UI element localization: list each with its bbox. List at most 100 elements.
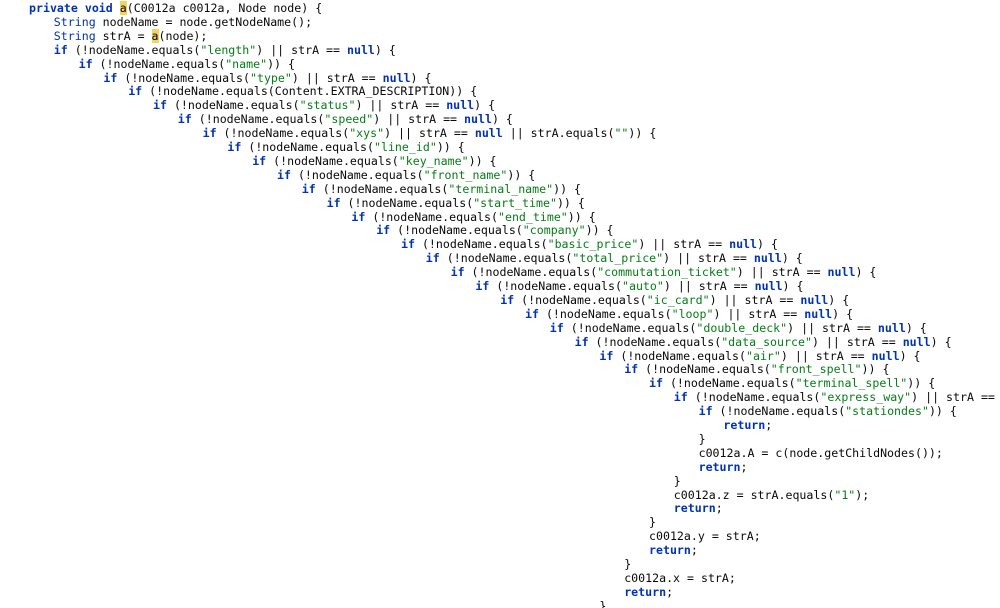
code-line[interactable]: return; bbox=[674, 501, 723, 515]
code-line[interactable]: if (!nodeName.equals("name")) { bbox=[79, 57, 295, 71]
code-line[interactable]: return; bbox=[624, 585, 673, 599]
code-line[interactable]: if (!nodeName.equals("air") || strA == n… bbox=[599, 349, 920, 363]
code-line[interactable]: } bbox=[599, 599, 606, 608]
code-token: } bbox=[649, 515, 656, 530]
code-line[interactable]: if (!nodeName.equals("terminal_name")) { bbox=[302, 182, 581, 196]
code-line[interactable]: if (!nodeName.equals("auto") || strA == … bbox=[475, 279, 803, 293]
code-token: (!nodeName.equals( bbox=[248, 140, 374, 154]
keyword-token: if bbox=[450, 265, 472, 280]
keyword-token: if bbox=[376, 223, 398, 238]
code-token: ; bbox=[690, 543, 698, 558]
code-token: )) { bbox=[553, 181, 582, 196]
code-line[interactable]: if (!nodeName.equals("stationdes")) { bbox=[699, 404, 957, 418]
code-token: (!nodeName.equals( bbox=[521, 292, 647, 307]
code-line[interactable]: c0012a.x = strA; bbox=[624, 571, 736, 585]
code-line[interactable]: if (!nodeName.equals("end_time")) { bbox=[351, 210, 595, 224]
code-line[interactable]: if (!nodeName.equals("type") || strA == … bbox=[103, 71, 431, 85]
keyword-token: if bbox=[277, 167, 298, 182]
keyword-token: if bbox=[624, 362, 646, 377]
code-line[interactable]: if (!nodeName.equals("double_deck") || s… bbox=[550, 321, 927, 335]
code-line[interactable]: if (!nodeName.equals("express_way") || s… bbox=[674, 390, 1000, 404]
keyword-token: if bbox=[401, 237, 422, 252]
keyword-token: null bbox=[446, 98, 475, 113]
keyword-token: if bbox=[698, 404, 720, 419]
code-line[interactable]: } bbox=[649, 515, 656, 529]
code-token: (!nodeName.equals( bbox=[347, 195, 474, 210]
code-token: ) { bbox=[491, 112, 513, 127]
code-line[interactable]: return; bbox=[723, 418, 772, 432]
code-token: ) || strA == bbox=[709, 292, 801, 307]
code-token: c0012a.y = strA; bbox=[649, 529, 761, 544]
code-token: ) || strA == bbox=[373, 112, 465, 127]
code-line[interactable]: if (!nodeName.equals("commutation_ticket… bbox=[451, 265, 877, 279]
code-line[interactable]: c0012a.A = c(node.getChildNodes()); bbox=[699, 446, 943, 460]
code-token: (!nodeName.equals( bbox=[223, 126, 350, 141]
code-token: ) || strA == bbox=[384, 126, 475, 141]
code-token: (!nodeName.equals( bbox=[297, 167, 424, 182]
highlighted-method-ref: a bbox=[119, 1, 127, 15]
code-line[interactable]: if (!nodeName.equals("xys") || strA == n… bbox=[203, 126, 657, 140]
code-line[interactable]: if (!nodeName.equals("company")) { bbox=[376, 223, 613, 237]
code-line[interactable]: c0012a.z = strA.equals("1"); bbox=[674, 488, 869, 502]
code-line[interactable]: if (!nodeName.equals("loop") || strA == … bbox=[525, 307, 853, 321]
code-line[interactable]: if (!nodeName.equals("key_name")) { bbox=[252, 154, 496, 168]
code-token: ) { bbox=[930, 334, 952, 349]
code-line[interactable]: if (!nodeName.equals("data_source") || s… bbox=[575, 335, 952, 349]
code-line[interactable]: if (!nodeName.equals("front_name")) { bbox=[277, 168, 535, 182]
code-line[interactable]: } bbox=[624, 557, 631, 571]
code-token: )) { bbox=[507, 167, 536, 182]
code-line[interactable]: } bbox=[674, 474, 681, 488]
code-line[interactable]: String strA = a(node); bbox=[54, 28, 207, 43]
string-literal: "xys" bbox=[349, 126, 385, 141]
keyword-token: if bbox=[177, 112, 199, 127]
code-line[interactable]: if (!nodeName.equals("terminal_spell")) … bbox=[649, 376, 935, 390]
code-line[interactable]: return; bbox=[649, 543, 698, 557]
code-token: ) || strA == bbox=[663, 279, 755, 293]
code-token: nodeName = node.getNodeName(); bbox=[102, 14, 313, 29]
keyword-token: private void bbox=[29, 1, 120, 15]
string-literal: "loop" bbox=[671, 306, 714, 321]
code-token: ) || strA == bbox=[713, 306, 805, 321]
code-line[interactable]: if (!nodeName.equals("status") || strA =… bbox=[153, 98, 495, 112]
keyword-token: if bbox=[153, 98, 174, 113]
code-line[interactable]: String nodeName = node.getNodeName(); bbox=[54, 15, 312, 29]
keyword-token: null bbox=[877, 320, 906, 335]
code-line[interactable]: if (!nodeName.equals("line_id")) { bbox=[227, 140, 464, 154]
code-line[interactable]: if (!nodeName.equals("length") || strA =… bbox=[54, 43, 396, 57]
keyword-token: null bbox=[382, 70, 411, 85]
code-token: (!nodeName.equals( bbox=[719, 404, 846, 419]
code-line[interactable]: if (!nodeName.equals("front_spell")) { bbox=[624, 362, 889, 376]
code-token: )) { bbox=[585, 223, 614, 238]
code-token: ); bbox=[855, 487, 870, 502]
keyword-token: if bbox=[500, 292, 522, 307]
code-line[interactable]: private void a(C0012a c0012a, Node node)… bbox=[29, 1, 322, 15]
code-line[interactable]: if (!nodeName.equals("total_price") || s… bbox=[426, 251, 803, 265]
string-literal: "stationdes" bbox=[845, 404, 929, 419]
code-token: ; bbox=[765, 418, 773, 432]
code-token: ) { bbox=[781, 251, 803, 266]
code-line[interactable]: c0012a.y = strA; bbox=[649, 529, 761, 543]
code-line[interactable]: if (!nodeName.equals("basic_price") || s… bbox=[401, 237, 778, 251]
code-token: )) { bbox=[861, 362, 890, 377]
code-token: ) { bbox=[905, 320, 927, 335]
code-token: (!nodeName.equals( bbox=[74, 42, 201, 57]
code-line[interactable]: return; bbox=[699, 460, 748, 474]
code-token: (!nodeName.equals( bbox=[124, 70, 250, 85]
string-literal: "commutation_ticket" bbox=[597, 265, 737, 280]
code-line[interactable]: if (!nodeName.equals("start_time")) { bbox=[327, 196, 585, 210]
keyword-token: if bbox=[301, 181, 323, 196]
string-literal: "double_deck" bbox=[696, 320, 788, 335]
code-line[interactable]: if (!nodeName.equals(Content.EXTRA_DESCR… bbox=[128, 84, 477, 98]
keyword-token: return bbox=[698, 459, 741, 474]
code-token: c0012a.A = c(node.getChildNodes()); bbox=[698, 445, 943, 460]
string-literal: "front_name" bbox=[423, 167, 508, 182]
highlighted-method-ref: a bbox=[151, 28, 159, 43]
code-line[interactable]: } bbox=[699, 432, 706, 446]
keyword-token: return bbox=[673, 501, 716, 516]
keyword-token: if bbox=[351, 209, 373, 224]
code-line[interactable]: if (!nodeName.equals("ic_card") || strA … bbox=[500, 293, 849, 307]
code-token: (C0012a c0012a, Node node) { bbox=[126, 1, 323, 15]
code-line[interactable]: if (!nodeName.equals("speed") || strA ==… bbox=[178, 112, 513, 126]
keyword-token: null bbox=[804, 306, 833, 321]
